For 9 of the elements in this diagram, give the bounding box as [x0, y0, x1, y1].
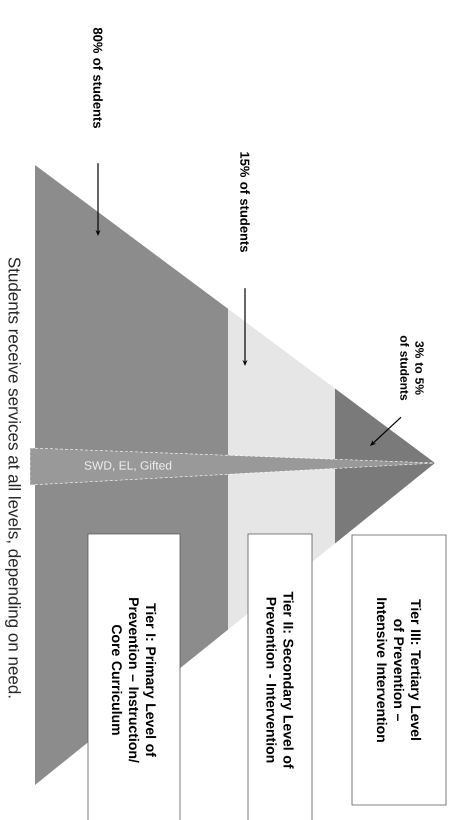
percentage-label: 3% to 5% of students: [400, 336, 424, 400]
caption: Students receive services at all levels, depending on need.: [5, 258, 21, 698]
tier-box: Tier II: Secondary Level of Prevention - Intervention: [248, 534, 312, 820]
wedge: SWD, EL, Gifted: [30, 448, 436, 486]
percentage-label: 80% of students: [93, 28, 103, 128]
percentage-label: 15% of students: [240, 152, 250, 252]
tier-box: Tier I: Primary Level of Prevention – Instruction/ Core Curriculum: [88, 534, 180, 820]
arrow: [370, 416, 402, 446]
tier-box: Tier III: Tertiary Level of Prevention – Intensive Intervention: [352, 534, 446, 806]
